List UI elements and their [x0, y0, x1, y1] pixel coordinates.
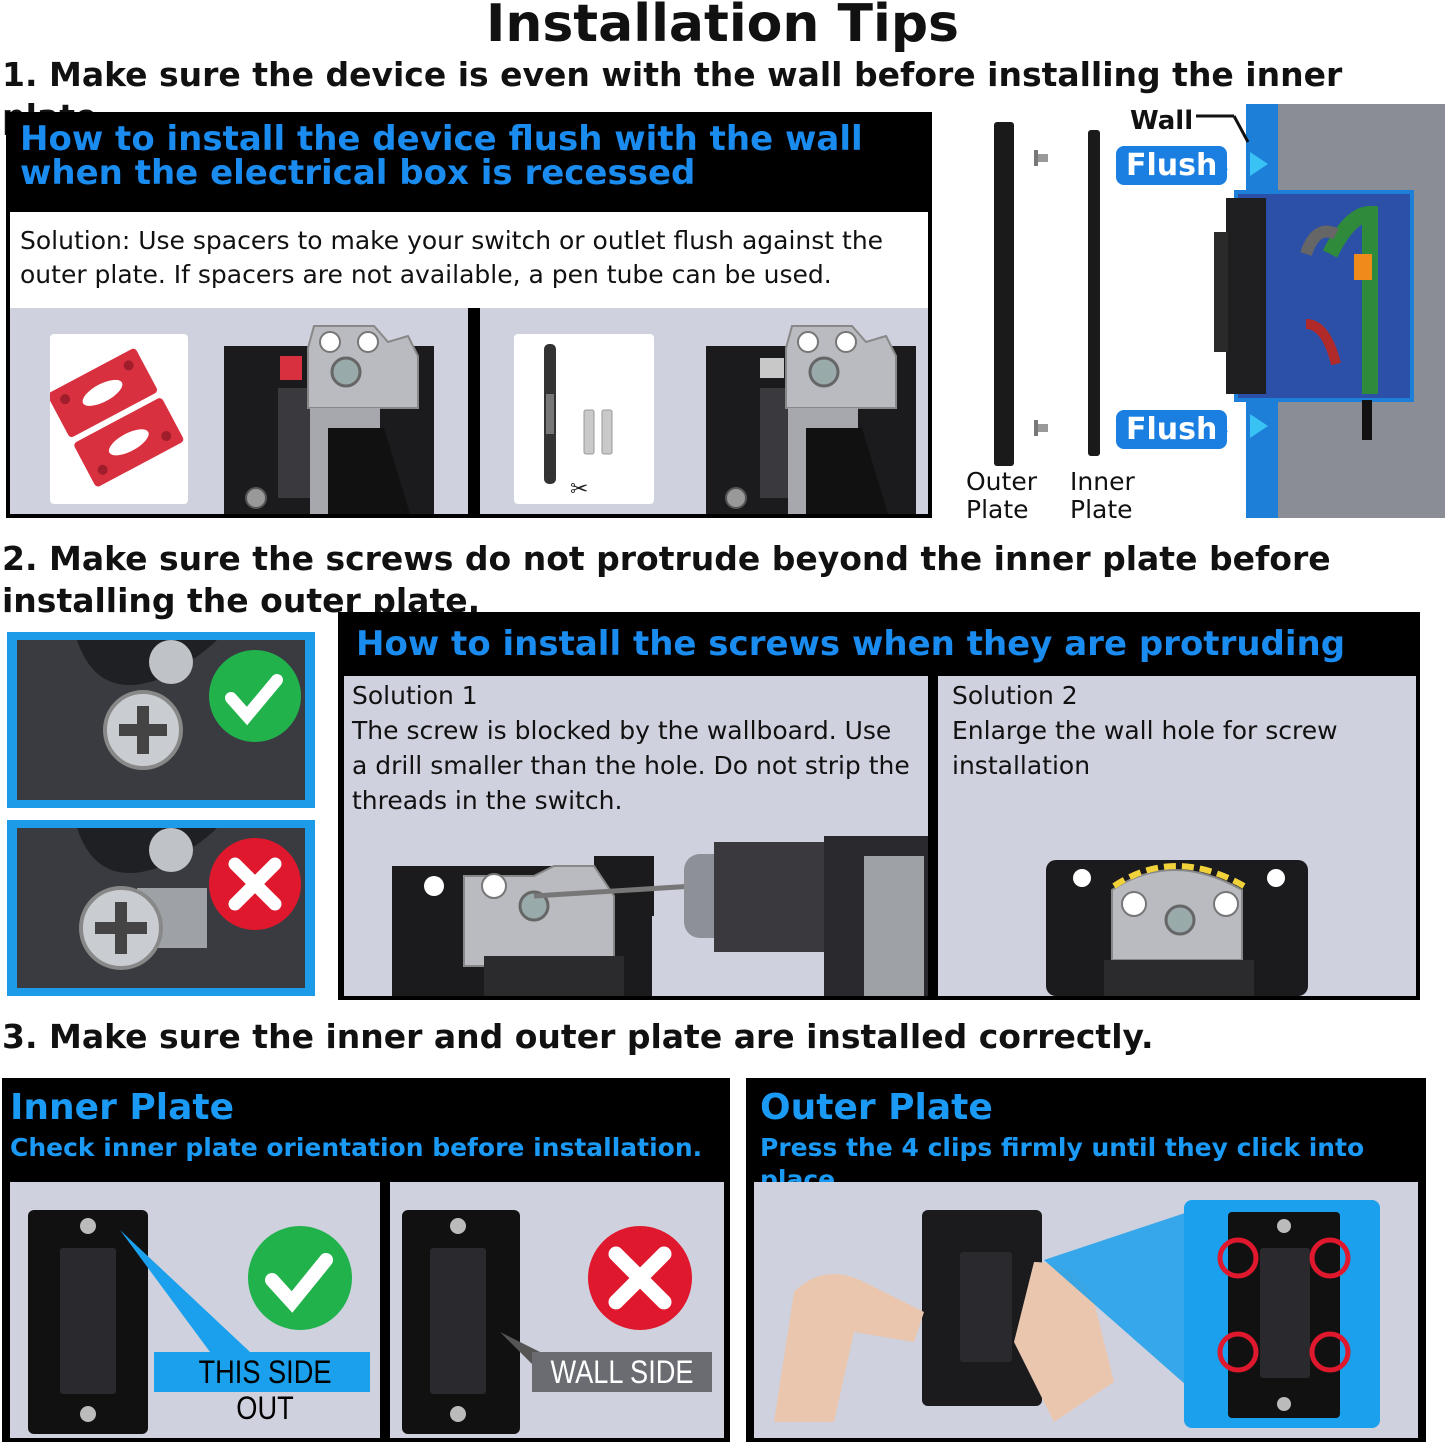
spacer-photo-panel	[10, 308, 468, 514]
enlarged-hole-image	[1046, 860, 1308, 996]
screw-protruding-graphic	[17, 828, 305, 988]
screw-flush-graphic	[17, 640, 305, 800]
red-spacer-icon	[50, 348, 184, 487]
step3-heading: 3. Make sure the inner and outer plate a…	[2, 1017, 1154, 1056]
screw-ok-image	[7, 632, 315, 808]
pen-tube-card: ✂	[514, 334, 654, 504]
pen-tube-icon: ✂	[544, 344, 613, 502]
check-icon	[209, 650, 301, 742]
flush-diagram: ›› ›› Wall Flush Flush Outer Plate Inner…	[950, 104, 1445, 524]
outer-plate-label: Outer Plate	[966, 467, 1037, 524]
switch-with-tube-image	[706, 325, 916, 514]
check-icon	[248, 1226, 352, 1330]
step1-box: How to install the device flush with the…	[6, 112, 932, 518]
step2-box-title: How to install the screws when they are …	[356, 624, 1346, 664]
inner-plate-title: Inner Plate	[10, 1087, 234, 1128]
step2-heading: 2. Make sure the screws do not protrude …	[2, 539, 1331, 620]
inner-plate-front-graphic	[28, 1210, 370, 1434]
wall-label: Wall	[1130, 106, 1194, 136]
step1-box-title: How to install the device flush with the…	[20, 119, 863, 193]
this-side-out-panel: THIS SIDE OUT	[10, 1182, 380, 1438]
outer-plate-box: Outer Plate Press the 4 clips firmly unt…	[746, 1078, 1426, 1442]
outer-plate-clips-graphic	[774, 1200, 1380, 1428]
step1-solution-panel: Solution: Use spacers to make your switc…	[10, 212, 928, 308]
inner-plate-subtitle: Check inner plate orientation before ins…	[10, 1133, 703, 1162]
flush-diagram-graphic: ›› ››	[994, 104, 1445, 518]
flush-bottom-badge: Flush	[1116, 410, 1228, 449]
spacer-card	[50, 334, 188, 504]
solution1-panel: Solution 1 The screw is blocked by the w…	[344, 676, 928, 996]
solution2-panel: Solution 2 Enlarge the wall hole for scr…	[938, 676, 1416, 996]
inner-plate-box: Inner Plate Check inner plate orientatio…	[2, 1078, 730, 1442]
inner-plate-label: Inner Plate	[1070, 467, 1135, 524]
drill-image	[392, 836, 928, 996]
solution2-text: Enlarge the wall hole for screw installa…	[952, 716, 1338, 780]
outer-plate-panel	[754, 1182, 1418, 1438]
step1-solution-text: Solution: Use spacers to make your switc…	[20, 226, 884, 289]
inner-plate-back-graphic	[402, 1210, 712, 1434]
page-title: Installation Tips	[485, 0, 959, 54]
this-side-out-label: THIS SIDE OUT	[198, 1354, 332, 1426]
solution1-title: Solution 1	[352, 681, 478, 710]
pen-tube-photo-panel: ✂	[480, 308, 928, 514]
solution2-title: Solution 2	[952, 681, 1078, 710]
flush-top-badge: Flush	[1116, 146, 1228, 185]
wall-side-panel: WALL SIDE	[390, 1182, 724, 1438]
screw-bad-image	[7, 820, 315, 996]
outer-plate-title: Outer Plate	[760, 1087, 993, 1128]
solution1-text: The screw is blocked by the wallboard. U…	[352, 716, 910, 815]
svg-text:✂: ✂	[570, 477, 588, 502]
wall-side-label: WALL SIDE	[550, 1354, 694, 1390]
switch-with-spacer-image	[224, 325, 434, 514]
step2-box: How to install the screws when they are …	[338, 612, 1420, 1000]
